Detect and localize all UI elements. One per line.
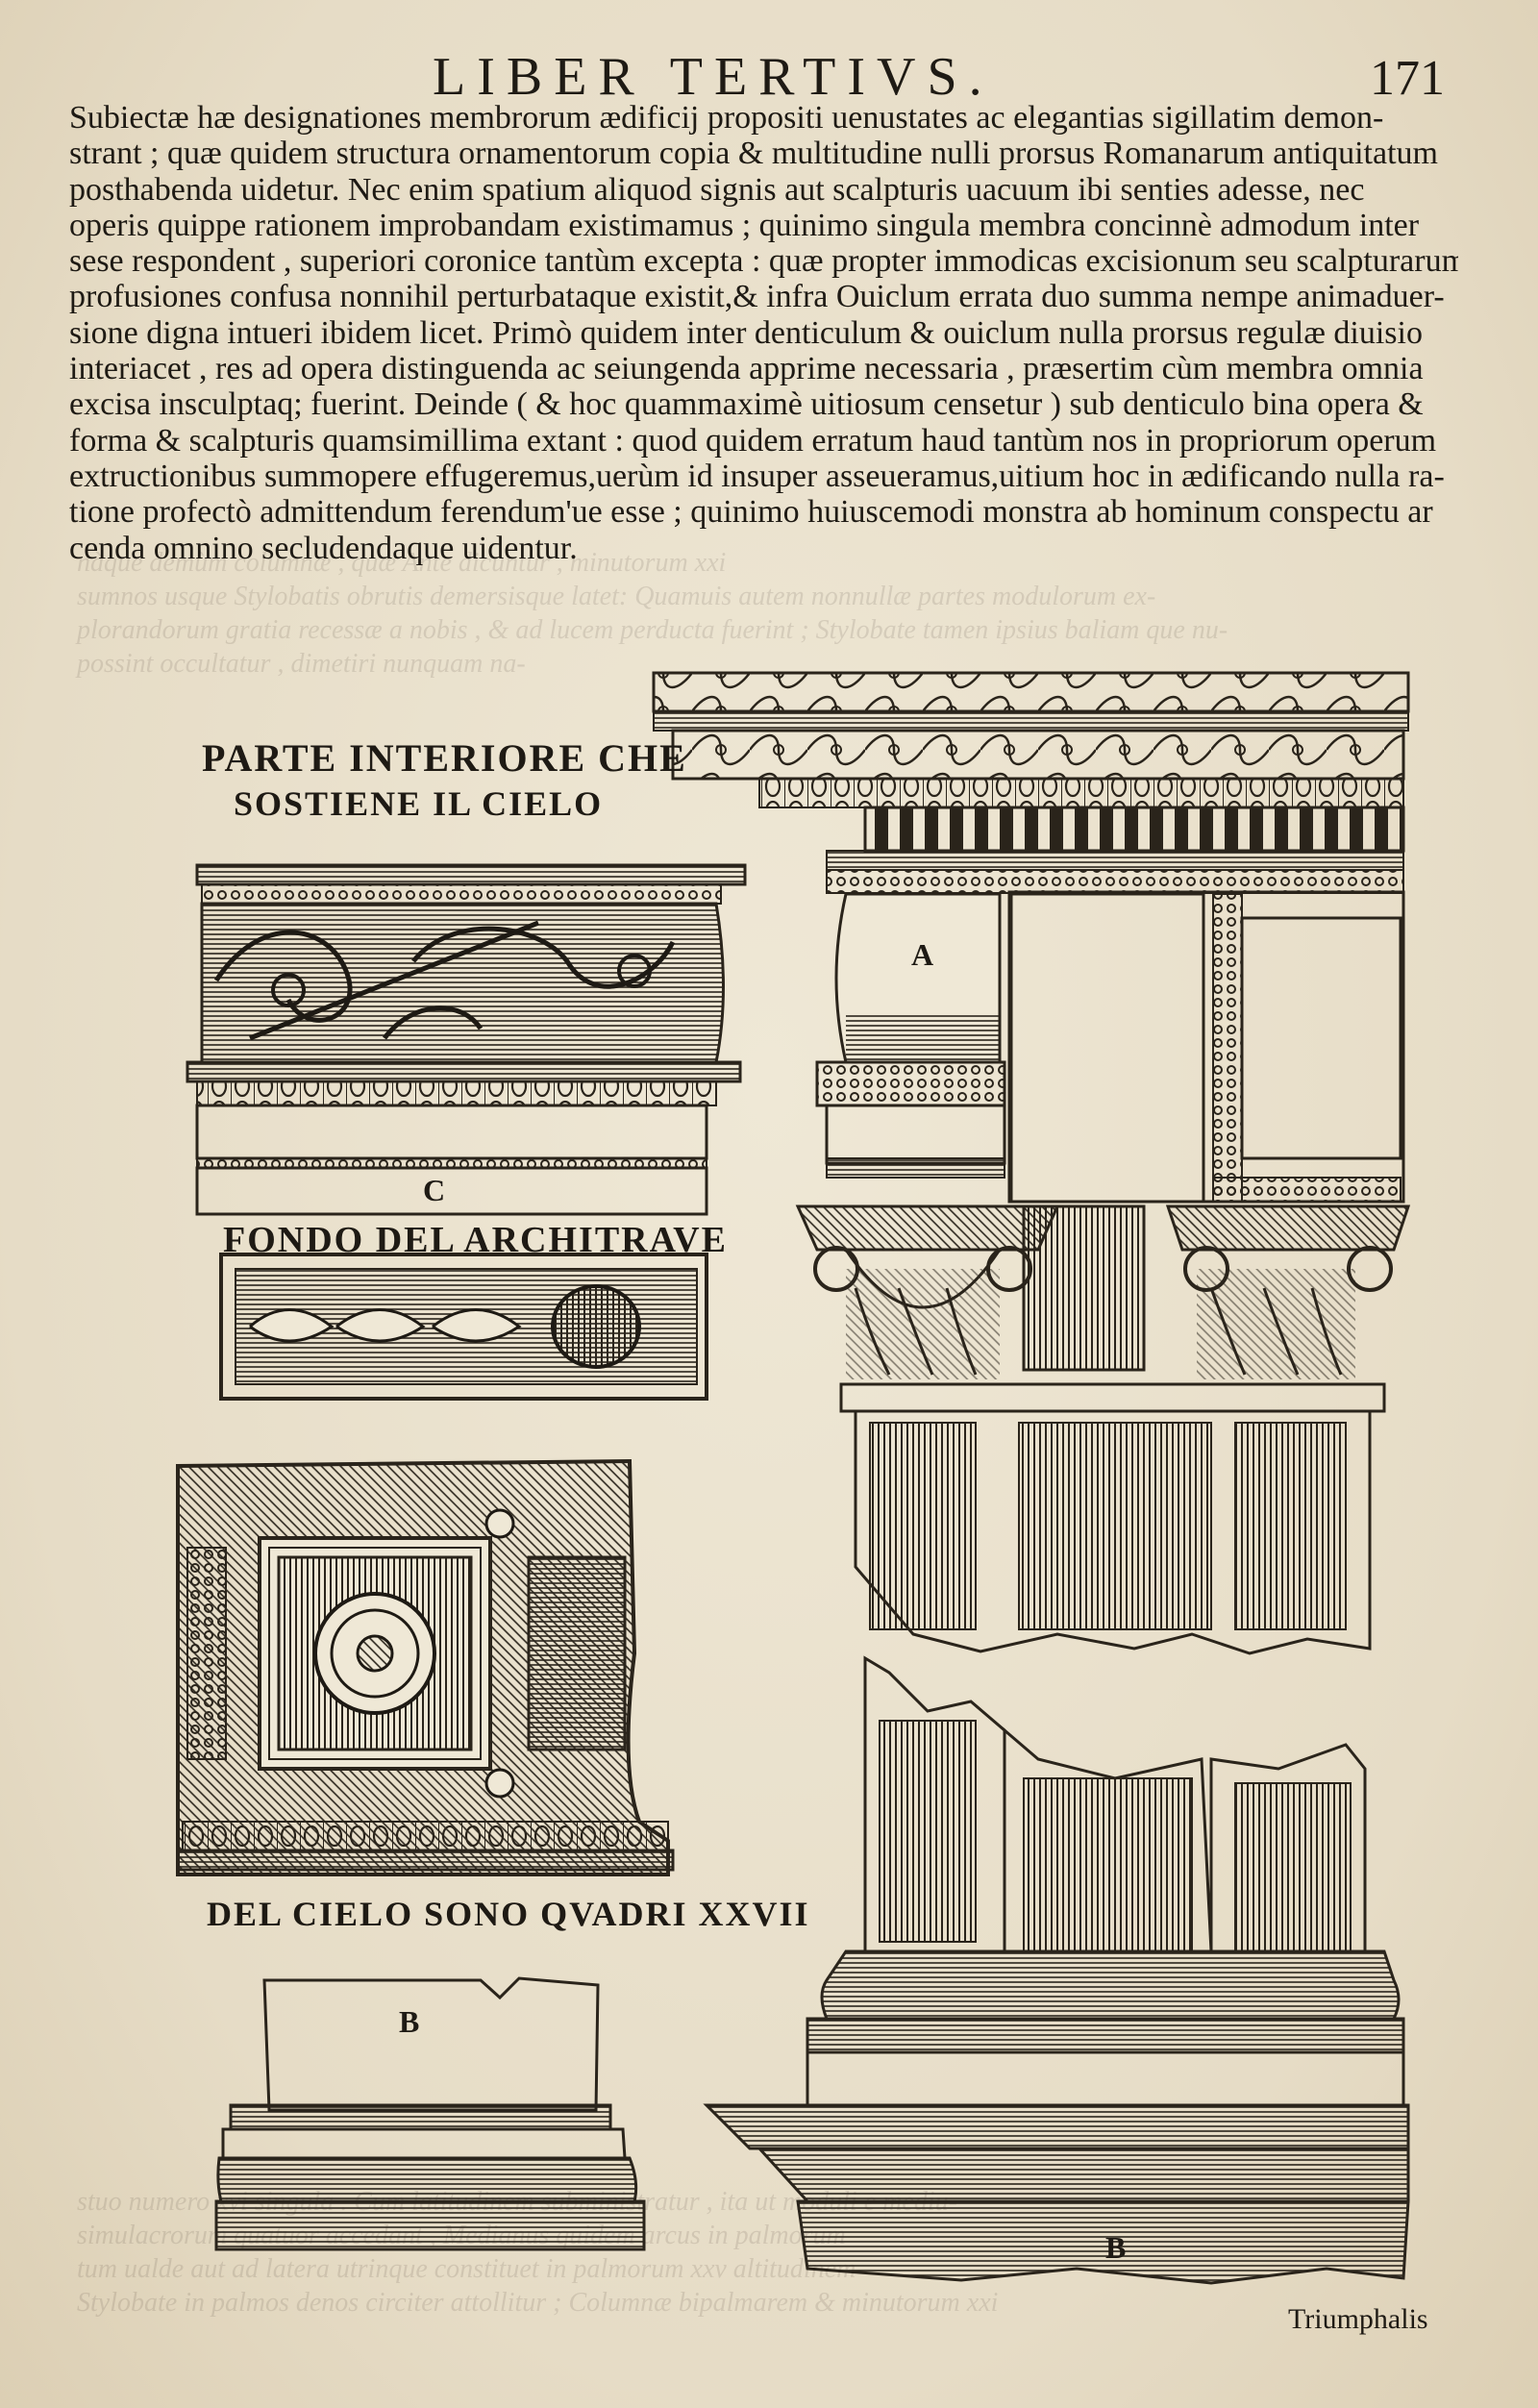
pilaster-shafts-upper <box>839 1382 1386 1655</box>
caption-interior: PARTE INTERIORE CHE <box>202 736 687 780</box>
label-c: C <box>423 1173 446 1207</box>
corinthian-capital-right <box>1165 1204 1411 1379</box>
text-line: operis quippe rationem improbandam exist… <box>69 207 1420 243</box>
capital-block <box>1022 1204 1146 1372</box>
text-line: posthabenda uidetur. Nec enim spatium al… <box>69 171 1365 208</box>
show-through-text: sumnos usque Stylobatis obrutis demersis… <box>77 582 1156 611</box>
label-b-right: B <box>1105 2230 1127 2265</box>
label-a: A <box>911 937 934 972</box>
text-line: sese respondent , superiori coronice tan… <box>69 243 1458 280</box>
base-b-left <box>214 1976 646 2251</box>
page-number: 171 <box>1370 51 1445 106</box>
text-line: Subiectæ hæ designationes membrorum ædif… <box>69 100 1384 136</box>
text-line: excisa insculptaq; fuerint. Deinde ( & h… <box>69 386 1424 423</box>
running-title: LIBER TERTIVS. <box>433 47 994 107</box>
show-through-text: nàque demùm columnæ , quæ Ante dicuntur … <box>77 548 727 578</box>
text-line: profusiones confusa nonnihil perturbataq… <box>69 279 1445 315</box>
pilaster-bases-lower <box>703 1655 1410 2285</box>
caption-coffers: DEL CIELO SONO QVADRI XXVII <box>207 1895 810 1933</box>
label-b-left: B <box>399 2004 420 2039</box>
show-through-text: tum ualde aut ad latera utrinque constit… <box>77 2254 856 2284</box>
show-through-text: Stylobate in palmos denos circiter attol… <box>77 2288 999 2318</box>
text-line: interiacet , res ad opera distinguenda a… <box>69 351 1424 387</box>
body-text: Subiectæ hæ designationes membrorum ædif… <box>69 100 1458 566</box>
text-line: forma & scalpturis quamsimillima extant … <box>69 422 1437 459</box>
text-line: tione profectò admittendum ferendum'ue e… <box>69 494 1433 531</box>
frieze-block-c <box>186 863 747 1216</box>
text-line: extructionibus summopere effugeremus,uer… <box>69 458 1445 494</box>
text-line: cenda omnino secludendaque uidentur. <box>69 530 578 566</box>
text-line: sione digna intueri ibidem licet. Primò … <box>69 314 1423 351</box>
architrave-soffit <box>219 1253 708 1401</box>
catchword: Triumphalis <box>1288 2303 1428 2335</box>
show-through-text: plorandorum gratia recessæ a nobis , & a… <box>77 615 1228 645</box>
corinthian-capital-left <box>795 1204 1060 1379</box>
text-line: strant ; quæ quidem structura ornamentor… <box>69 136 1438 172</box>
show-through-text: possint occultatur , dimetiri nunquam na… <box>77 649 526 679</box>
coffered-ceiling <box>176 1458 675 1876</box>
caption-interior-2: SOSTIENE IL CIELO <box>234 784 604 823</box>
column-a-drum <box>815 892 1006 1179</box>
architrave-panels <box>1007 890 1405 1204</box>
entablature-cornice <box>652 671 1410 894</box>
caption-architrave: FONDO DEL ARCHITRAVE <box>223 1220 728 1260</box>
